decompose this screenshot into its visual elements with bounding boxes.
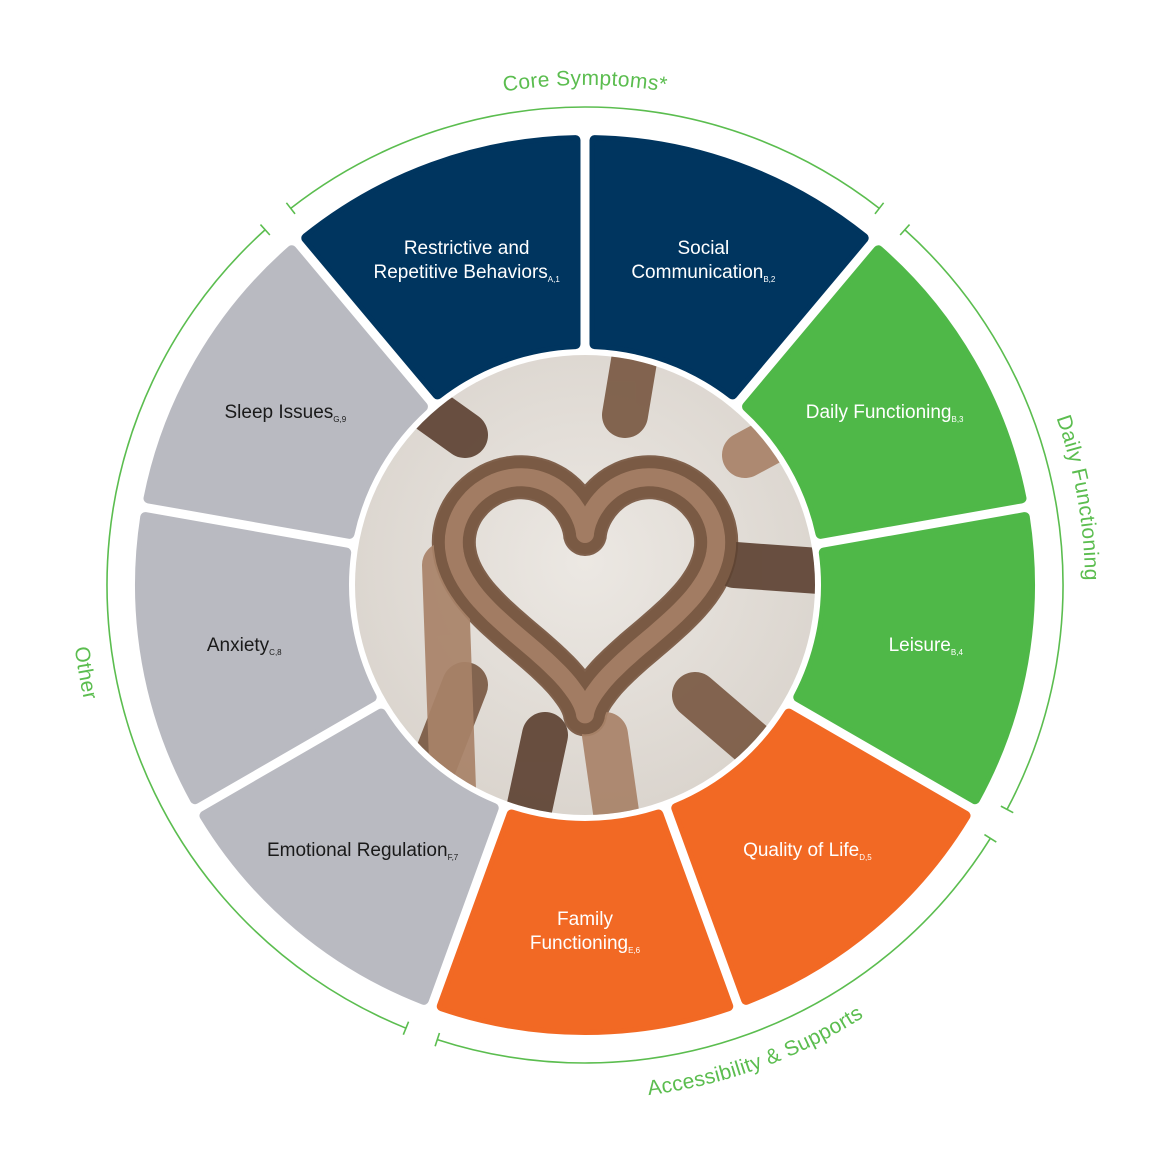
segment-other-8: AnxietyC,8 <box>135 512 377 805</box>
segment-shape <box>436 809 734 1035</box>
segment-shape <box>301 135 581 400</box>
center-image <box>351 351 819 819</box>
bracket-arc <box>904 229 1064 810</box>
bracket-tick <box>874 202 885 215</box>
bracket-arc <box>290 106 880 209</box>
bracket-tick <box>434 1032 441 1047</box>
segment-shape <box>793 512 1035 805</box>
segment-daily-4: LeisureB,4 <box>793 512 1035 805</box>
segment-label: AnxietyC,8 <box>207 635 282 657</box>
segment-shape <box>742 245 1027 539</box>
group-label-other: Other <box>70 645 102 702</box>
segment-other-7: Emotional RegulationF,7 <box>199 708 499 1005</box>
segment-label: FunctioningE,6 <box>530 933 641 955</box>
segment-label: Emotional RegulationF,7 <box>267 840 459 862</box>
segment-label: Daily FunctioningB,3 <box>806 402 964 424</box>
bracket-tick <box>402 1021 410 1035</box>
group-label-core: Core Symptoms* <box>501 67 669 97</box>
bracket-tick <box>899 224 911 236</box>
segment-shape <box>589 135 869 400</box>
bracket-tick <box>285 202 296 215</box>
segment-label: Restrictive and <box>404 238 530 259</box>
segment-shape <box>199 708 499 1005</box>
segment-other-9: Sleep IssuesG,9 <box>143 245 428 539</box>
segment-access-5: Quality of LifeD,5 <box>671 708 971 1005</box>
segment-label: CommunicationB,2 <box>631 262 776 284</box>
segment-label: Family <box>557 909 613 930</box>
segment-label: Social <box>677 238 729 259</box>
bracket-tick <box>1000 805 1014 814</box>
bracket-arc <box>106 229 407 1029</box>
segment-label: Repetitive BehaviorsA,1 <box>374 262 561 284</box>
segment-label: Sleep IssuesG,9 <box>225 402 347 424</box>
bracket-arc <box>437 837 992 1064</box>
segment-daily-3: Daily FunctioningB,3 <box>742 245 1027 539</box>
segment-shape <box>135 512 377 805</box>
group-label-daily: Daily Functioning <box>1052 412 1103 581</box>
bracket-tick <box>259 224 271 236</box>
bracket-tick <box>984 833 997 843</box>
segment-label: LeisureB,4 <box>889 635 964 657</box>
segment-label: Quality of LifeD,5 <box>743 840 872 862</box>
segment-shape <box>143 245 428 539</box>
segment-shape <box>671 708 971 1005</box>
